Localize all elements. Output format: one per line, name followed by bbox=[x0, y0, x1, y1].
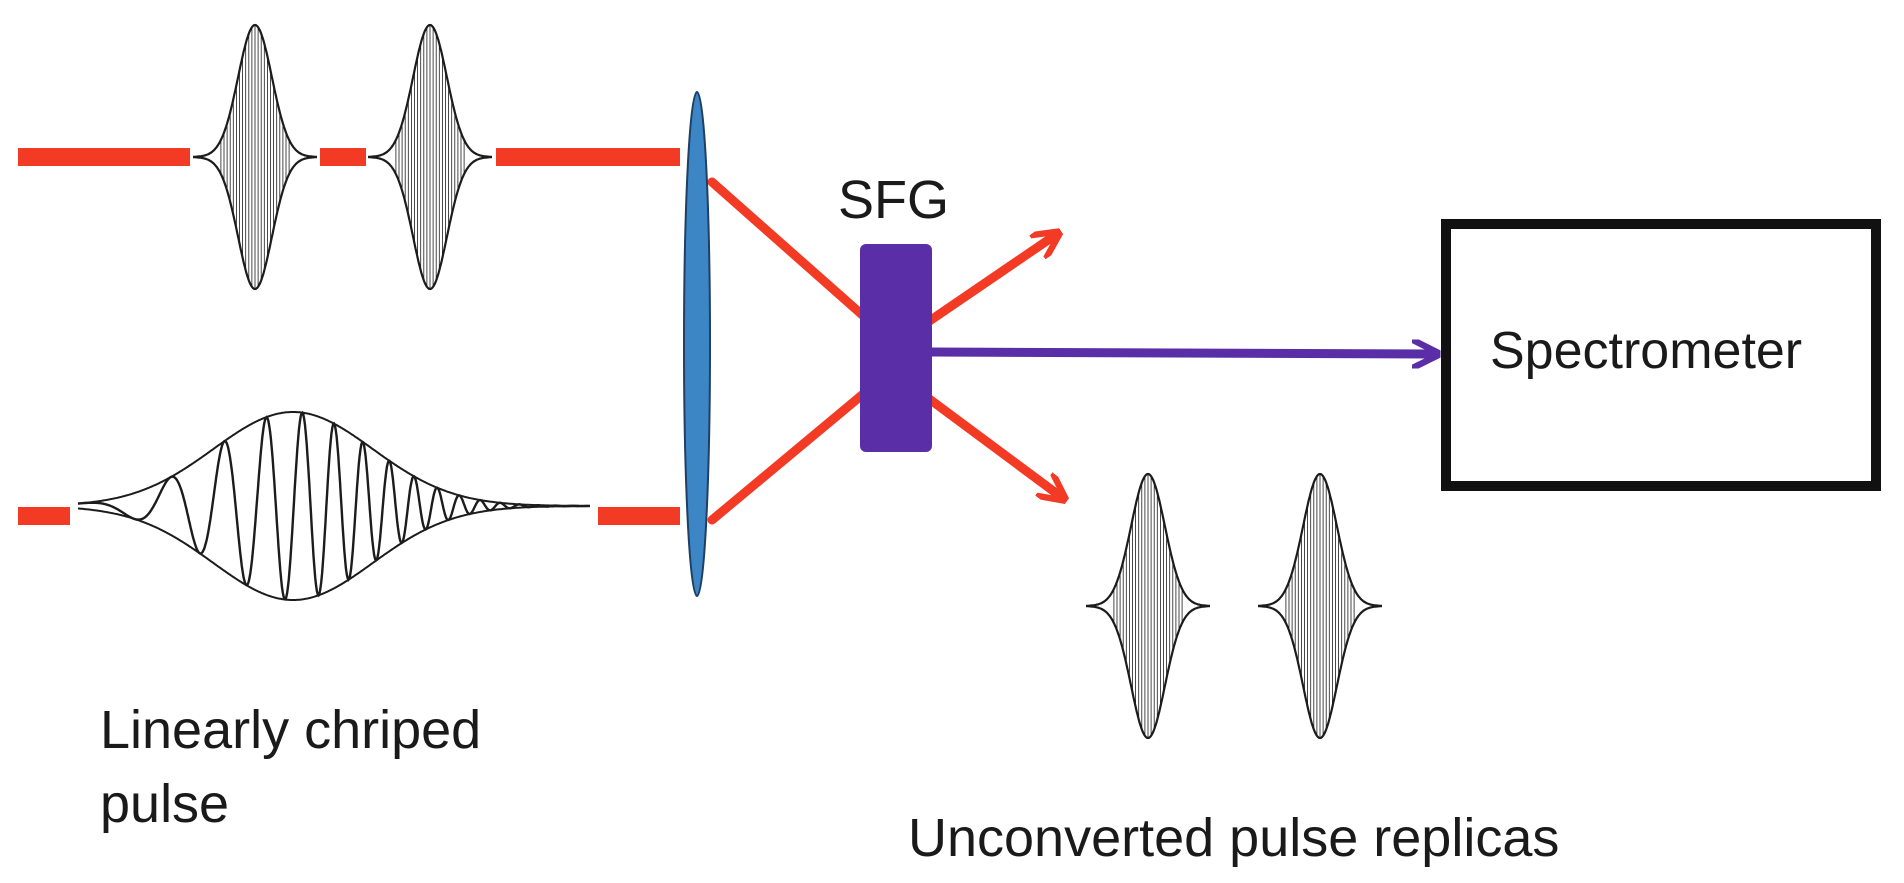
pulse-carrier bbox=[395, 25, 465, 289]
replica-pulse-2 bbox=[1258, 472, 1382, 740]
pulse-carrier bbox=[1285, 474, 1355, 738]
replicas-label: Unconverted pulse replicas bbox=[908, 808, 1559, 868]
pulse-carrier bbox=[78, 410, 590, 601]
sfg-label: SFG bbox=[838, 170, 949, 230]
chirped-pulse bbox=[78, 410, 590, 601]
spectrometer-label: Spectrometer bbox=[1490, 322, 1802, 380]
pulse-carrier bbox=[220, 25, 290, 289]
upper-unconverted-beam-arrow bbox=[923, 236, 1054, 327]
upper-focused-beam bbox=[707, 177, 873, 325]
nonlinear-crystal-icon bbox=[860, 244, 932, 452]
focused-beams bbox=[707, 177, 873, 525]
replica-pulse-1 bbox=[1086, 472, 1210, 740]
converging-lens-icon bbox=[683, 91, 711, 597]
lower-unconverted-beam-arrow bbox=[923, 393, 1060, 496]
upper-pulse-1 bbox=[193, 23, 317, 291]
unconverted-beams bbox=[923, 236, 1060, 496]
sfg-output-beam-arrow bbox=[925, 352, 1432, 354]
spectrometer-box-icon bbox=[1441, 219, 1881, 491]
pulse-envelope bbox=[78, 505, 590, 601]
pulse-carrier bbox=[1113, 474, 1183, 738]
upper-pulse-2 bbox=[368, 23, 492, 291]
input-pulse-label-line2: pulse bbox=[100, 774, 229, 834]
lower-focused-beam bbox=[707, 385, 873, 525]
input-pulse-label-line1: Linearly chriped bbox=[100, 700, 481, 760]
